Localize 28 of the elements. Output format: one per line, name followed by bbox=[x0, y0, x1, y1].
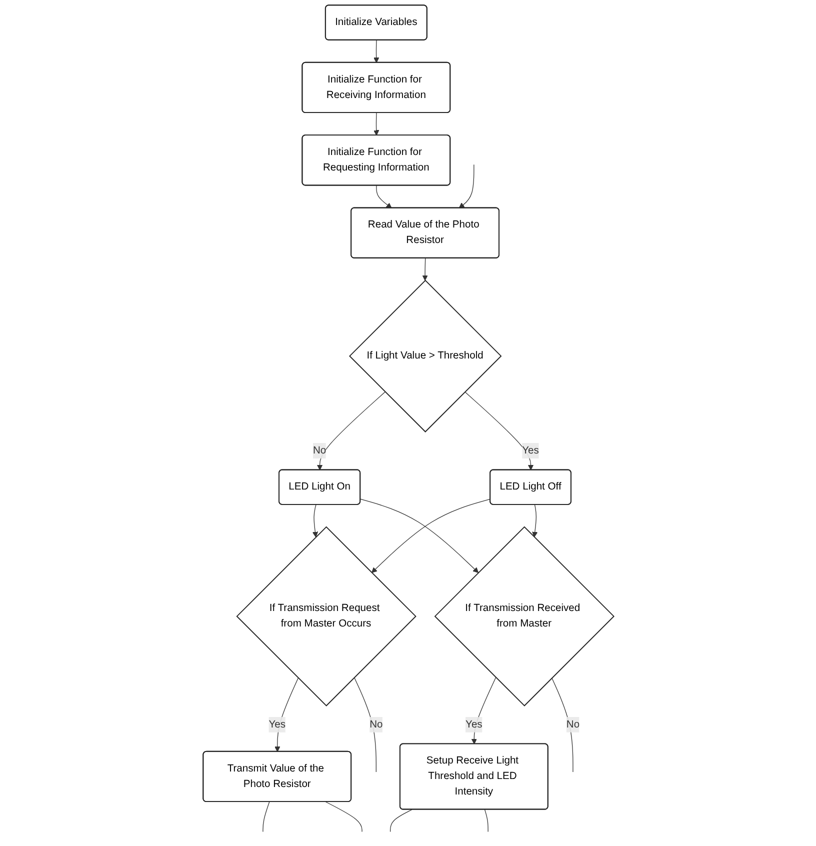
arrow bbox=[316, 392, 385, 470]
connector bbox=[390, 809, 412, 832]
edge-label: No bbox=[369, 718, 382, 730]
edge-label: Yes bbox=[522, 444, 538, 456]
edge-label: Yes bbox=[268, 718, 286, 730]
arrow bbox=[376, 185, 392, 208]
connector bbox=[353, 677, 376, 772]
connector bbox=[551, 678, 573, 772]
arrow bbox=[464, 392, 534, 470]
edge-label: Yes bbox=[465, 718, 482, 730]
node-diamond: If Transmission Received from Master bbox=[434, 526, 614, 706]
connector bbox=[262, 802, 270, 832]
arrow bbox=[312, 504, 318, 538]
arrow bbox=[274, 678, 298, 752]
arrow bbox=[470, 677, 496, 744]
arrow bbox=[371, 498, 490, 573]
edge-label: No bbox=[566, 718, 580, 730]
connector bbox=[484, 809, 488, 832]
arrow bbox=[422, 258, 428, 281]
arrow bbox=[458, 164, 474, 208]
node-diamond: If Transmission Request from Master Occurs bbox=[236, 526, 416, 706]
arrow bbox=[373, 40, 379, 63]
connector bbox=[324, 802, 362, 832]
node-diamond: If Light Value > Threshold bbox=[348, 280, 502, 432]
edge-label: No bbox=[312, 444, 326, 456]
arrow bbox=[373, 112, 379, 136]
arrow bbox=[532, 504, 538, 538]
arrow bbox=[360, 498, 478, 573]
